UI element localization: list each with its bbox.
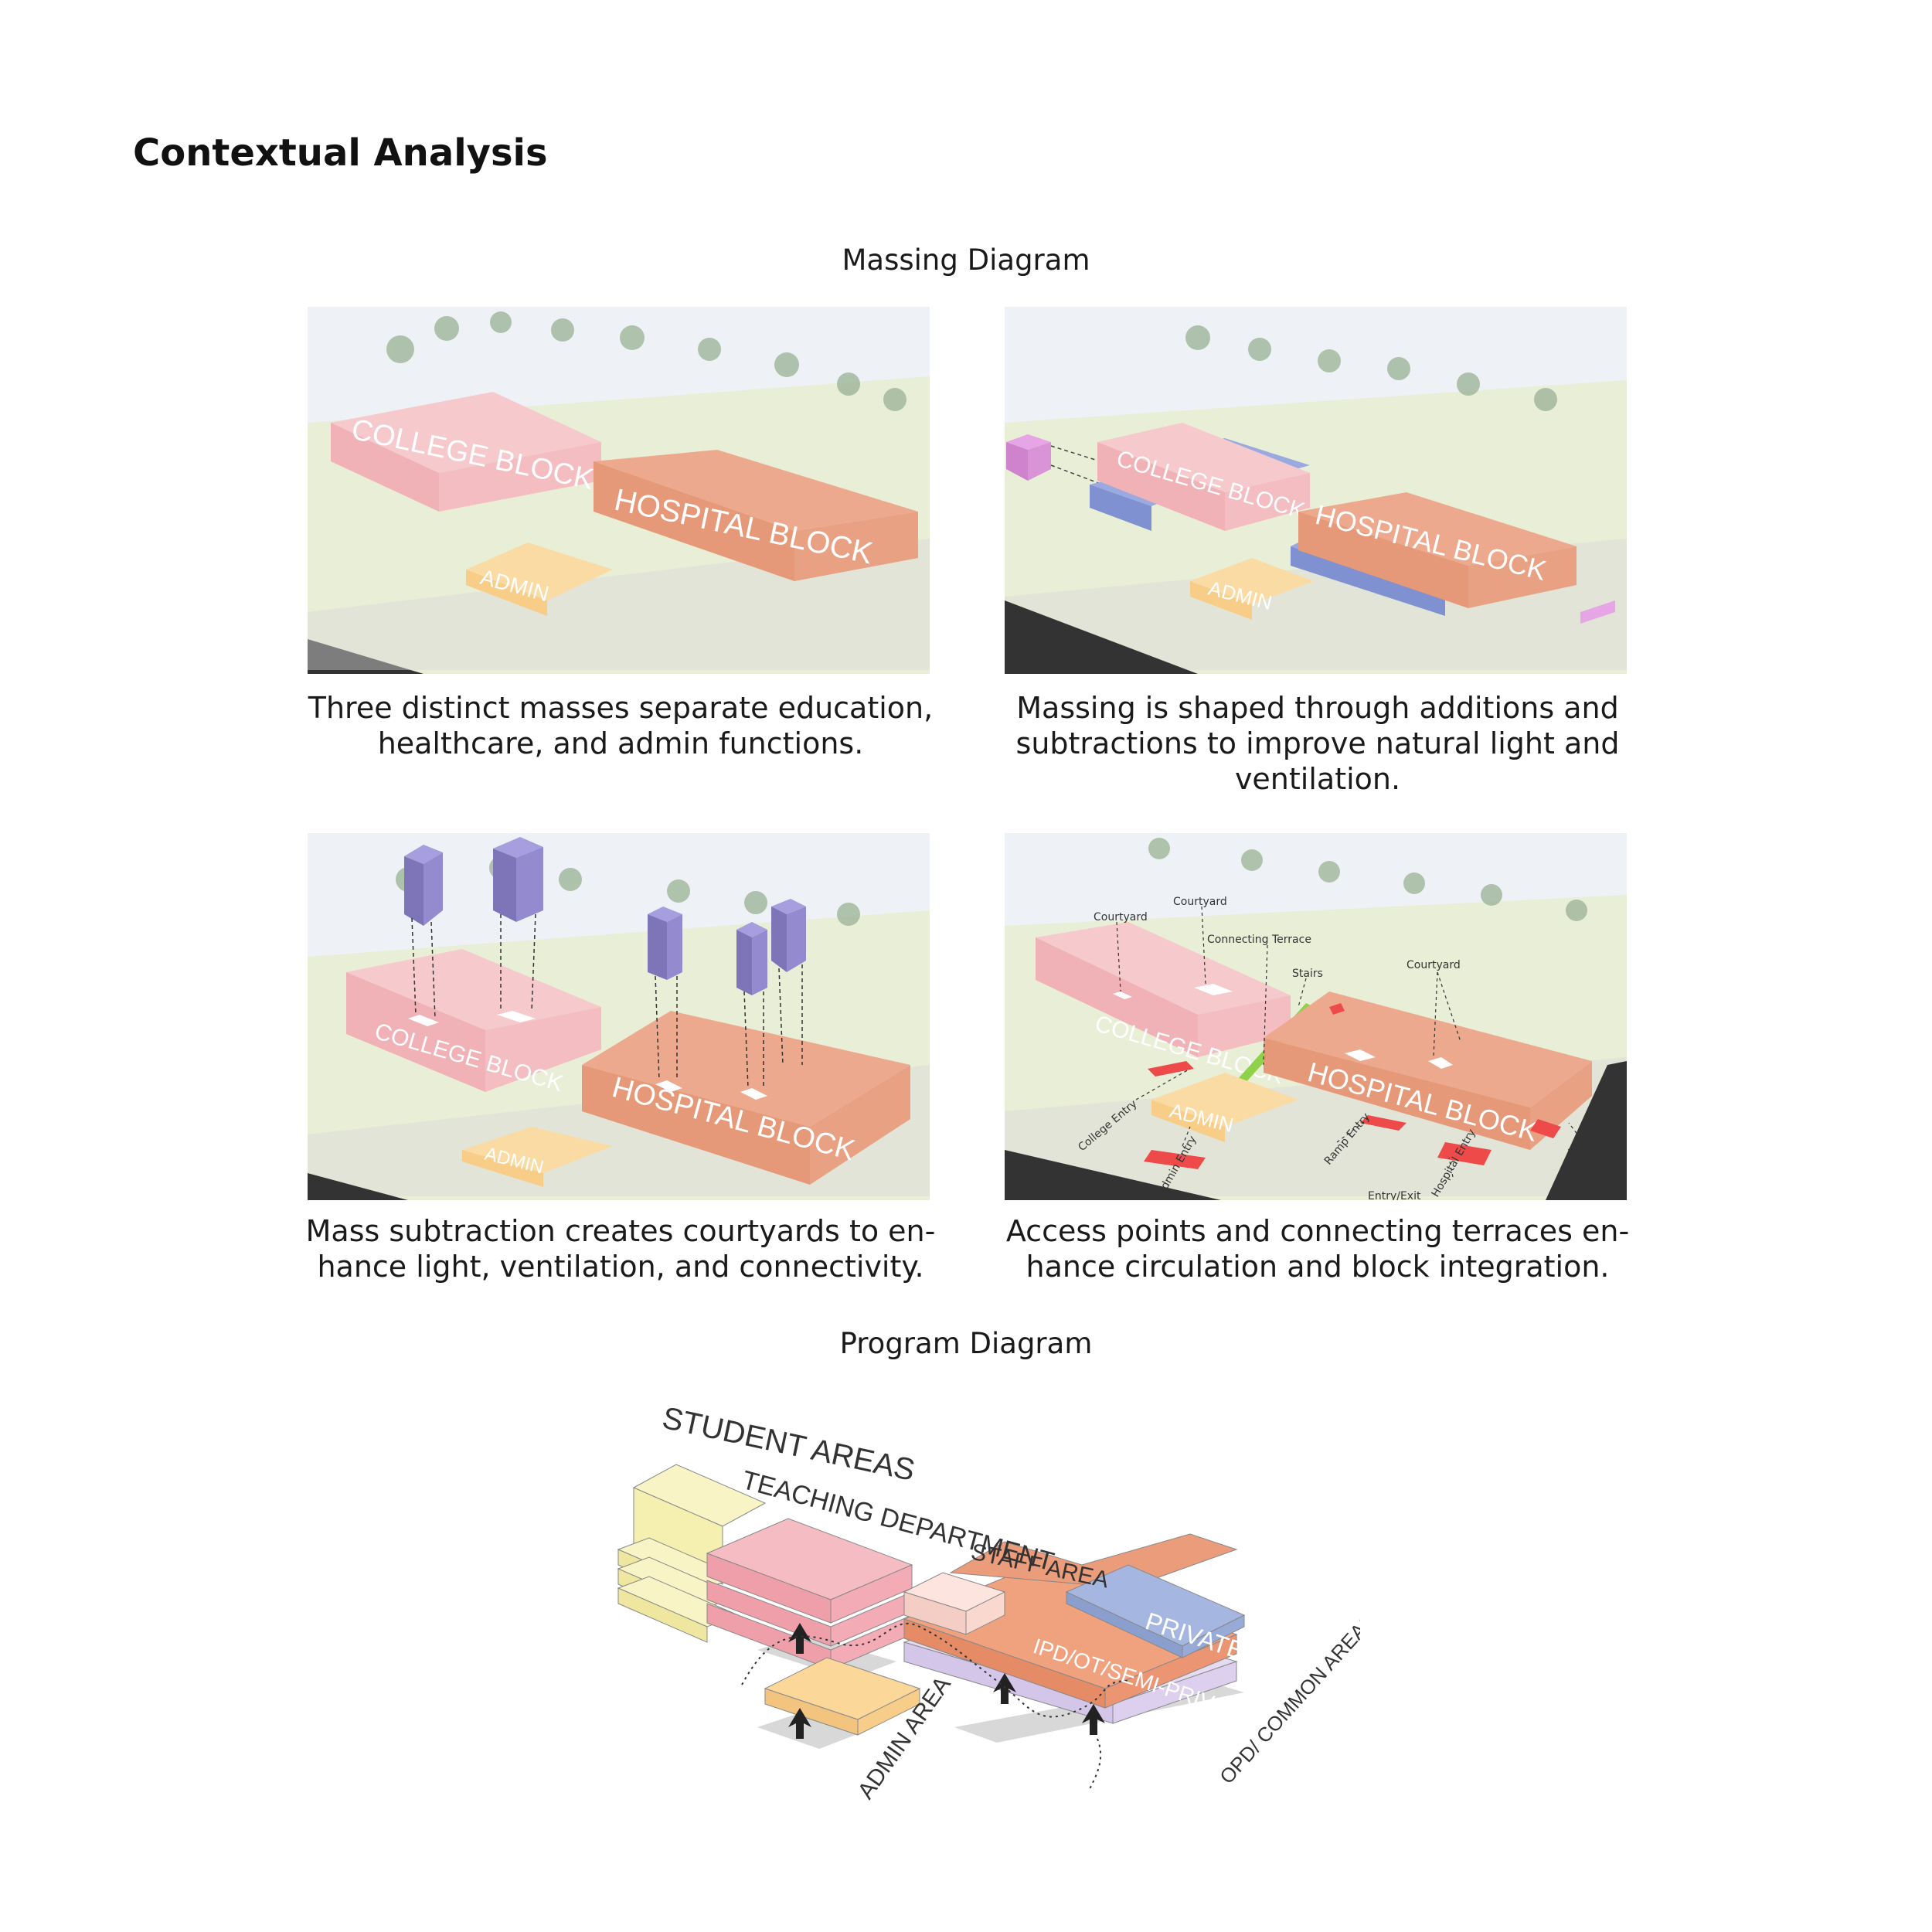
admin-area <box>764 1657 921 1736</box>
teaching-department <box>706 1518 913 1670</box>
admin-block: ADMIN <box>466 543 613 616</box>
magenta-addition-left <box>1006 434 1051 481</box>
hospital-block: HOSPITAL BLOCK <box>594 450 918 581</box>
private-area <box>1065 1564 1246 1658</box>
magenta-addition-right <box>1580 600 1615 624</box>
entry-points <box>1144 1003 1561 1169</box>
page-title: Contextual Analysis <box>133 131 548 175</box>
program-diagram-title: Program Diagram <box>839 1327 1093 1360</box>
massing-panel-1: COLLEGE BLOCK HOSPITAL BLOCK ADMIN <box>308 307 930 674</box>
admin-block: ADMIN <box>462 1127 613 1187</box>
massing-panel-3: COLLEGE BLOCK HOSPITAL BLOCK ADMIN <box>308 833 930 1200</box>
staff-area <box>903 1572 1006 1635</box>
student-areas <box>617 1464 767 1643</box>
massing-diagram-title: Massing Diagram <box>842 243 1090 277</box>
massing-panel-2: COLLEGE BLOCK HOSPITAL BLOCK ADMIN <box>1005 307 1627 674</box>
circulation-path <box>741 1622 1129 1718</box>
annotation-courtyard-left: Courtyard <box>1094 911 1148 923</box>
massing-caption-1: Three distinct masses separate education… <box>308 691 934 760</box>
annotation-courtyard-right: Courtyard <box>1406 959 1461 971</box>
admin-block: ADMIN <box>1190 558 1314 620</box>
college-block: COLLEGE BLOCK <box>331 392 601 512</box>
massing-caption-3: Mass subtraction creates courtyards to e… <box>305 1214 936 1284</box>
subtracted-volumes <box>404 837 806 995</box>
entry-arrows <box>788 1623 1105 1739</box>
massing-panel-4: COLLEGE BLOCK HOSPITAL BLOCK ADMIN <box>1005 833 1627 1200</box>
program-diagram: STUDENT AREAS TEACHING DEPARTMENT STAFF … <box>603 1387 1380 1820</box>
annotation-stairs: Stairs <box>1292 968 1323 980</box>
annotation-connecting-terrace: Connecting Terrace <box>1207 934 1311 946</box>
annotation-entry-exit: Entry/Exit <box>1368 1190 1421 1200</box>
massing-caption-4: Access points and connecting terraces en… <box>1005 1214 1630 1284</box>
massing-caption-2: Massing is shaped through additions and … <box>1015 691 1620 796</box>
annotation-courtyard-mid: Courtyard <box>1173 896 1227 908</box>
